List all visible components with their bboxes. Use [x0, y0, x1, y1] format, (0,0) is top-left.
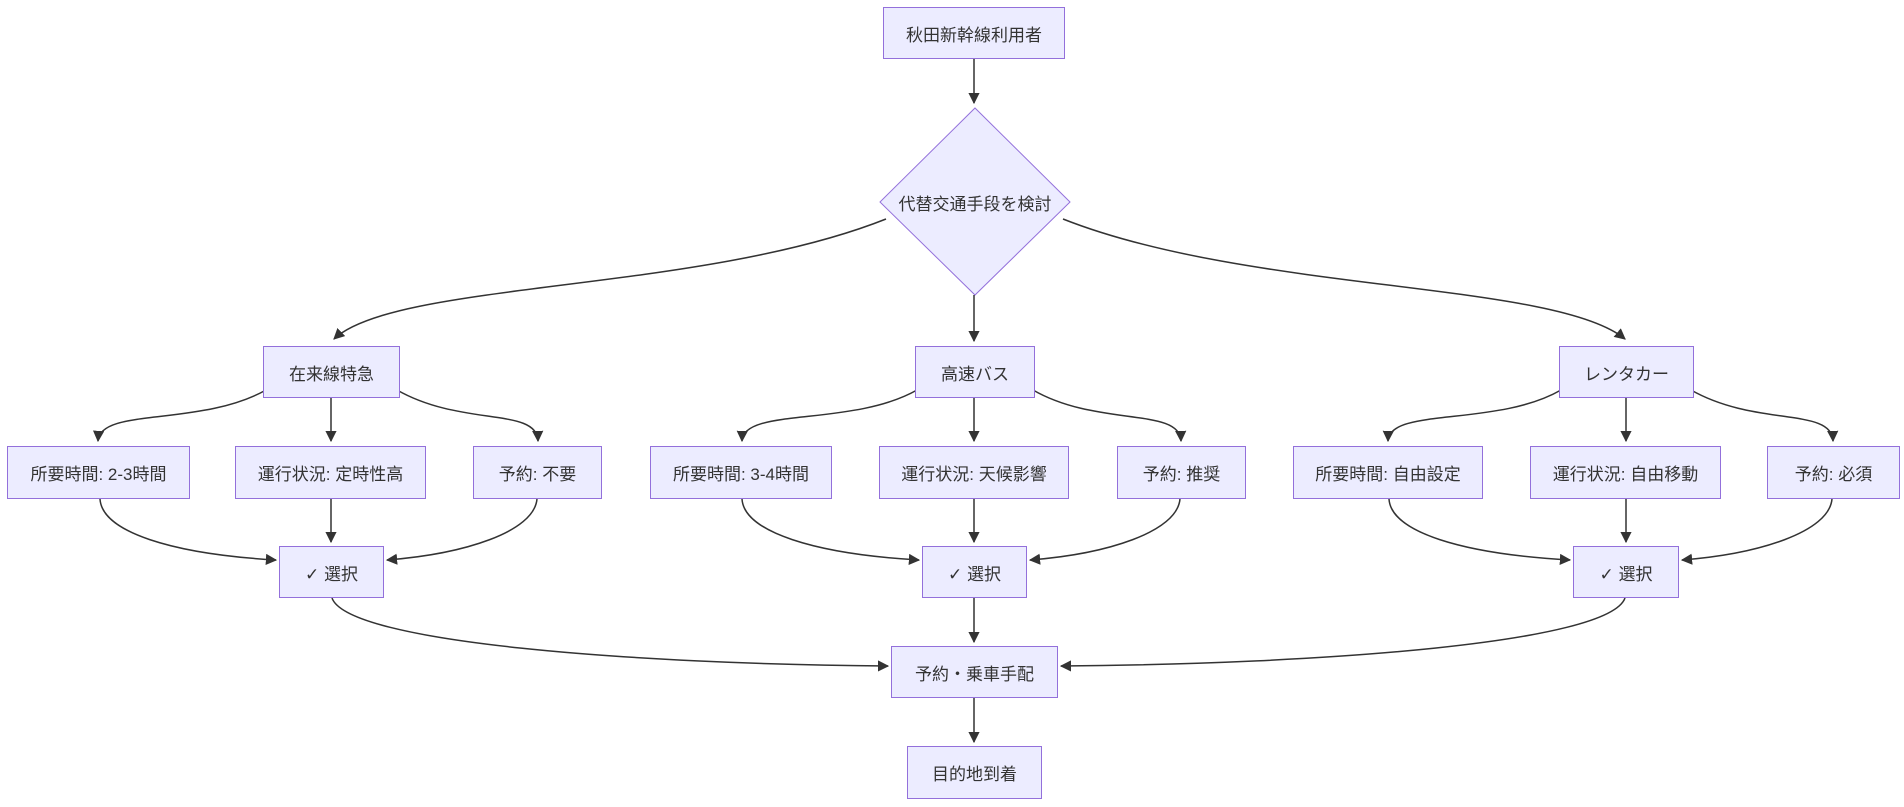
edge-train-time-select [99, 498, 278, 566]
node-rental-car: レンタカー [1559, 346, 1694, 398]
edge-bus-booking-select [1028, 498, 1181, 565]
node-highway-bus: 高速バス [915, 346, 1035, 398]
decision-diamond-shape [879, 107, 1071, 296]
node-conventional-express: 在来線特急 [263, 346, 400, 398]
node-destination-arrival: 目的地到着 [907, 746, 1042, 799]
edge-train-booking-select [385, 498, 538, 565]
node-select-train: ✓ 選択 [279, 546, 384, 598]
edge-decision-train [333, 218, 887, 340]
node-select-bus: ✓ 選択 [922, 546, 1027, 598]
edge-train-time [93, 389, 267, 443]
node-shinkansen-user: 秋田新幹線利用者 [883, 7, 1065, 59]
edge-bus-time-select [741, 498, 921, 566]
node-train-duration: 所要時間: 2-3時間 [7, 446, 190, 499]
node-train-reservation: 予約: 不要 [473, 446, 602, 499]
edge-rental-time [1382, 389, 1562, 443]
node-select-rental: ✓ 選択 [1573, 546, 1679, 598]
node-bus-operation-status: 運行状況: 天候影響 [879, 446, 1069, 499]
node-bus-reservation: 予約: 推奨 [1117, 446, 1246, 499]
edge-rental-time-select [1388, 498, 1572, 566]
node-train-operation-status: 運行状況: 定時性高 [235, 446, 426, 499]
node-rental-duration: 所要時間: 自由設定 [1293, 446, 1483, 499]
edge-bus-time [736, 389, 918, 443]
node-bus-duration: 所要時間: 3-4時間 [650, 446, 832, 499]
edge-decision-rental [1062, 218, 1626, 340]
node-decision-label: 代替交通手段を検討 [898, 194, 1052, 214]
edge-train-booking [396, 389, 544, 443]
edge-bus-booking [1032, 389, 1187, 443]
edge-select-train-arrange [331, 597, 890, 672]
node-booking-arrangement: 予約・乗車手配 [891, 646, 1058, 698]
edge-select-rental-arrange [1059, 597, 1626, 672]
node-rental-reservation: 予約: 必須 [1767, 446, 1900, 499]
node-rental-operation-status: 運行状況: 自由移動 [1530, 446, 1721, 499]
edge-rental-booking [1690, 389, 1839, 443]
edge-rental-booking-select [1680, 498, 1833, 565]
